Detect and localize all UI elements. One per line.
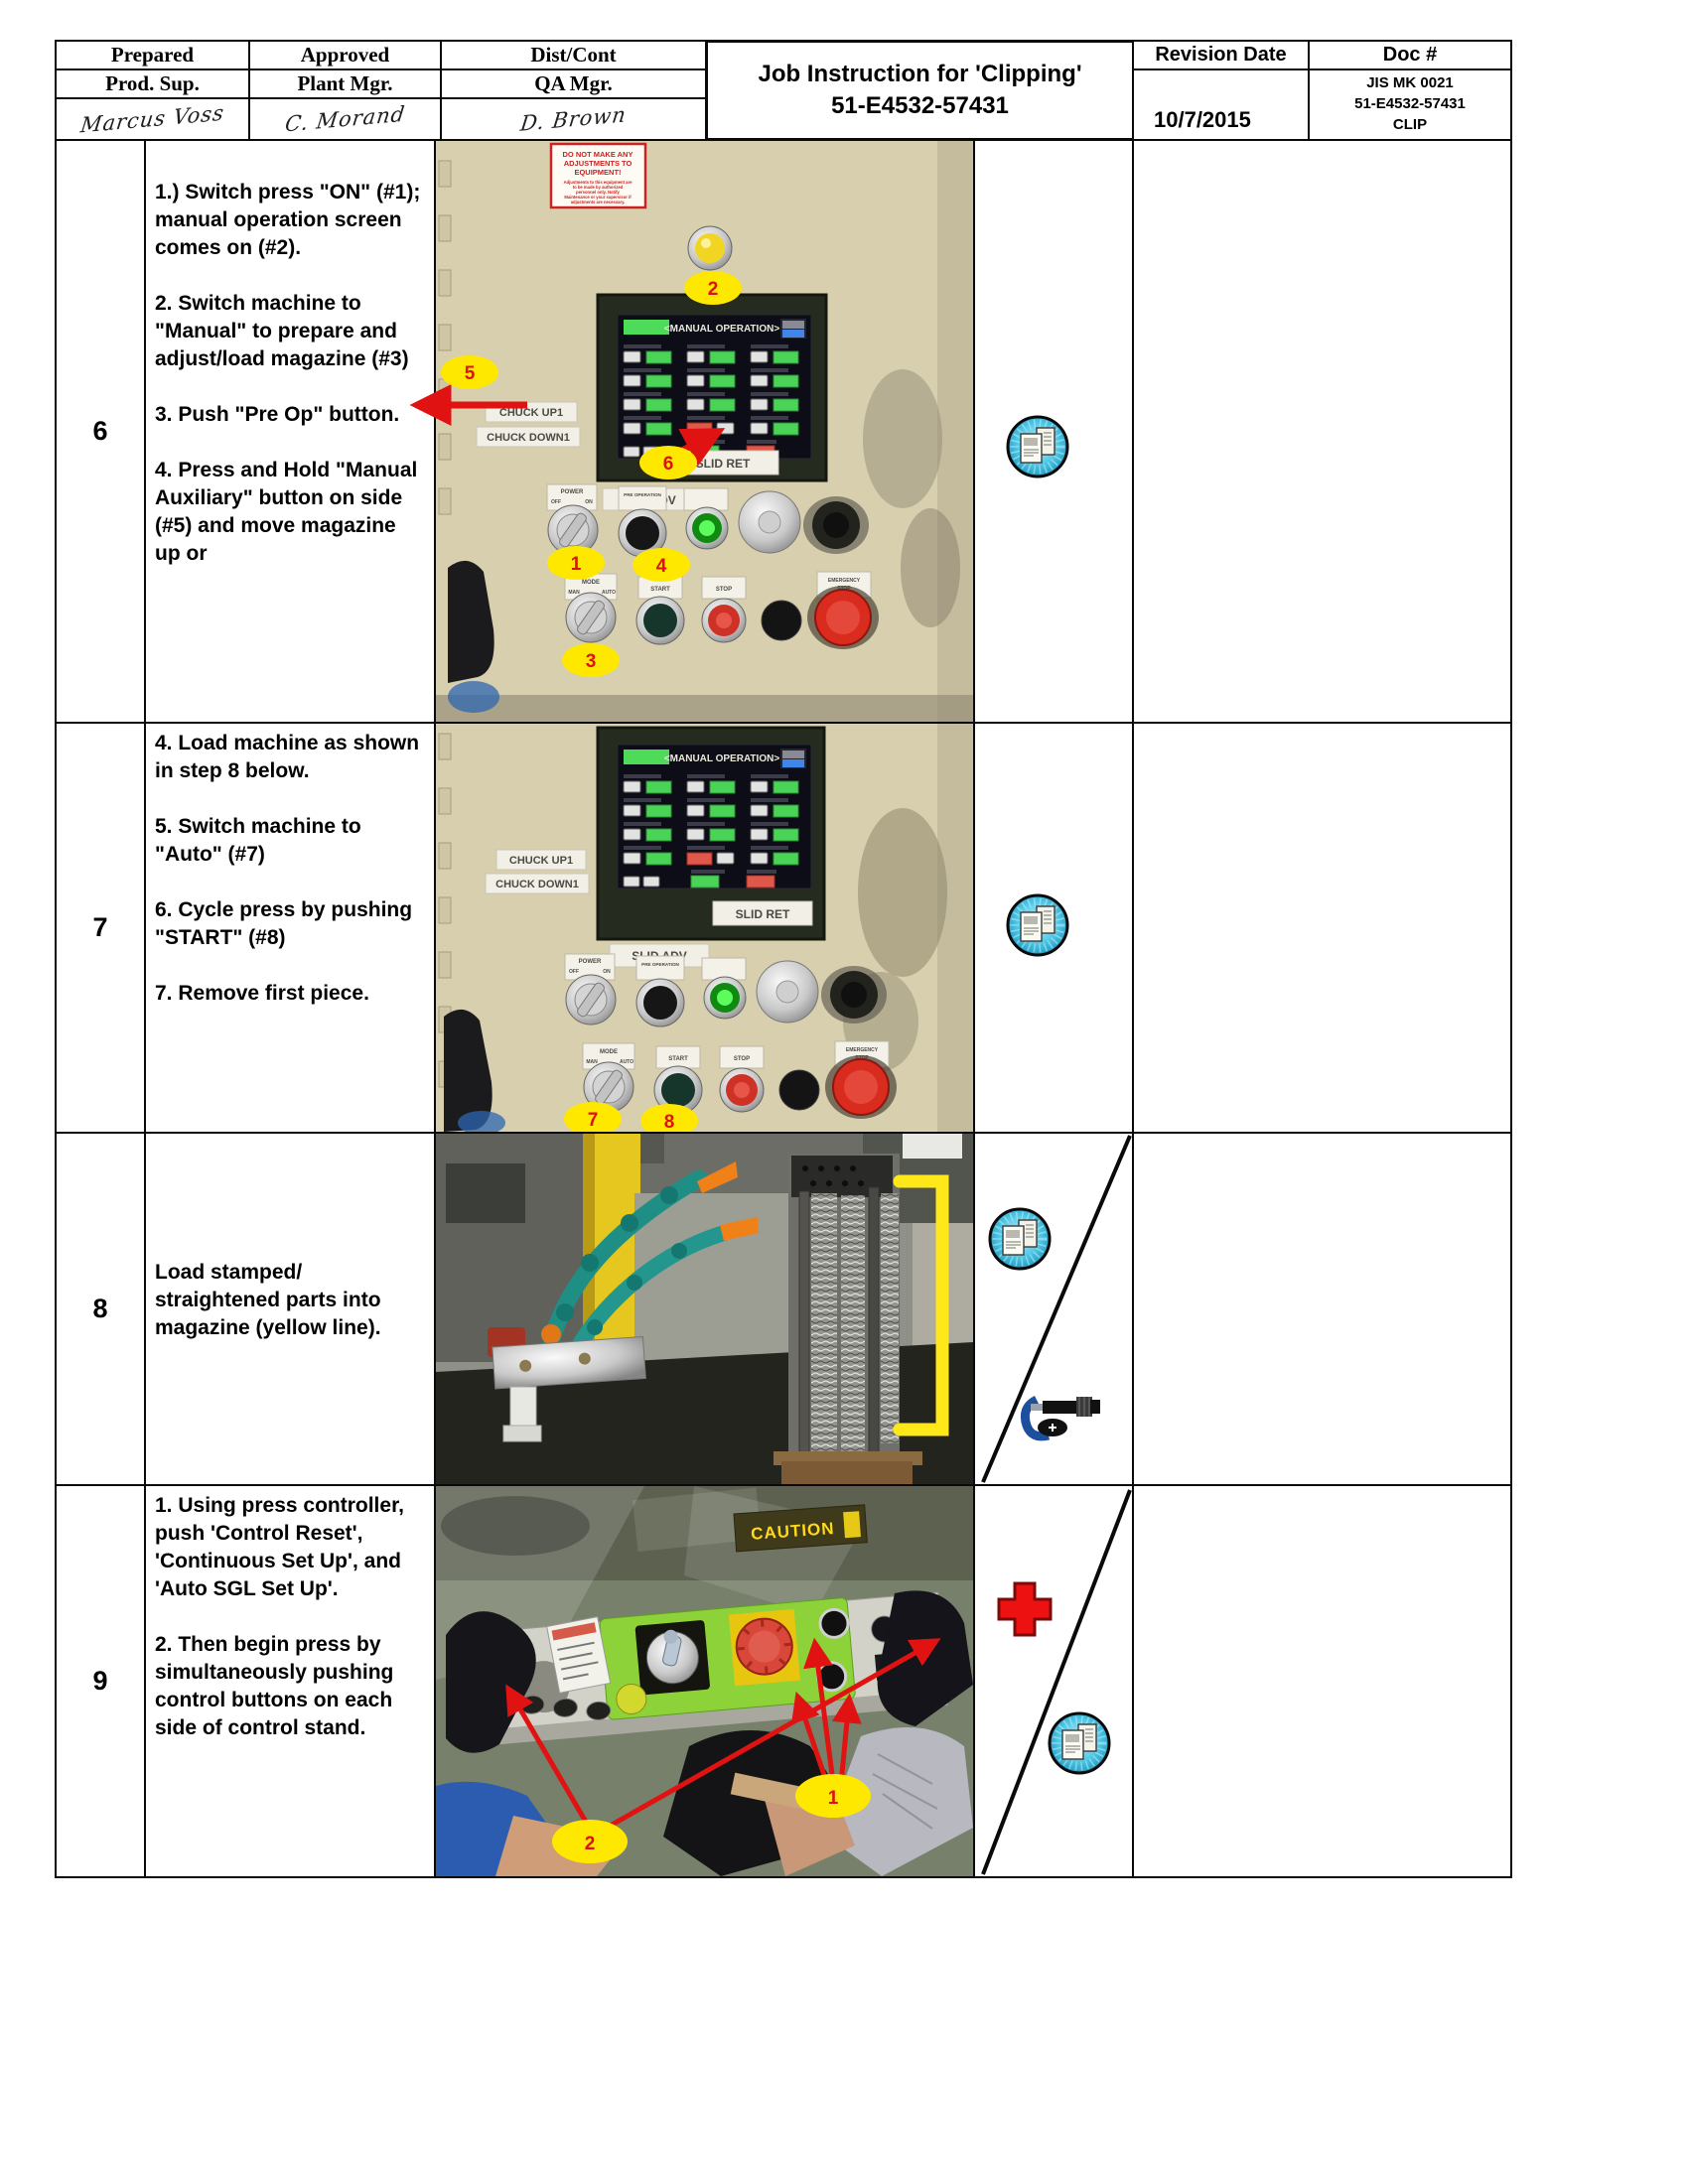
document-title: Job Instruction for 'Clipping' 51-E4532-… xyxy=(705,40,1135,141)
step-7-notes-cell xyxy=(1132,722,1512,1134)
warning-sticker: DO NOT MAKE ANY ADJUSTMENTS TO EQUIPMENT… xyxy=(549,142,647,209)
chuck-down-label: CHUCK DOWN1 xyxy=(495,879,579,890)
chuck-down-label: CHUCK DOWN1 xyxy=(487,432,570,444)
step-number-6: 6 xyxy=(55,139,146,724)
step-number-9: 9 xyxy=(55,1484,146,1878)
revision-date-value: 10/7/2015 xyxy=(1132,68,1310,141)
step-7-instructions: 4. Load machine as shown in step 8 below… xyxy=(144,722,436,1134)
callout-start: 8 xyxy=(664,1112,675,1132)
power-lamp xyxy=(687,225,733,271)
svg-text:DO NOT MAKE ANY: DO NOT MAKE ANY xyxy=(563,150,633,159)
header-dist-cont: Dist/Cont xyxy=(440,40,707,70)
step-number-7: 7 xyxy=(55,722,146,1134)
callout-ovals: 1 2 xyxy=(552,1774,871,1863)
step-6-instructions: 1.) Switch press "ON" (#1); manual opera… xyxy=(144,139,436,724)
chuck-up-label: CHUCK UP1 xyxy=(509,855,573,867)
micrometer-icon xyxy=(1020,1395,1100,1441)
control-button-top xyxy=(818,1607,850,1639)
doc-number-value: JIS MK 0021 51-E4532-57431 CLIP xyxy=(1308,68,1512,141)
caution-sign: CAUTION xyxy=(733,1504,868,1553)
callout-ovals: 7 8 xyxy=(564,1102,698,1132)
diagonal-divider xyxy=(981,1489,1132,1875)
callout-controller: 1 xyxy=(828,1788,839,1809)
left-hand-glove xyxy=(446,1611,536,1753)
header-approved: Approved xyxy=(248,40,442,70)
slid-ret-label: SLID RET xyxy=(696,457,751,471)
svg-text:ADJUSTMENTS TO: ADJUSTMENTS TO xyxy=(564,159,633,168)
header-qa-mgr: QA Mgr. xyxy=(440,68,707,99)
step-6-notes-cell xyxy=(1132,139,1512,724)
step-8-symbol-cell xyxy=(973,1132,1134,1486)
header-prepared: Prepared xyxy=(55,40,250,70)
callout-arrows xyxy=(505,1637,941,1835)
yellow-green-button xyxy=(616,1683,647,1714)
svg-text:Maintenance or your supervisor: Maintenance or your supervisor if xyxy=(564,195,632,200)
manifold-block xyxy=(492,1335,646,1390)
signature-qa-mgr: D. Brown xyxy=(440,97,707,141)
step-9-symbol-cell xyxy=(973,1484,1134,1878)
callout-mode: 3 xyxy=(586,651,597,672)
svg-text:Adjustments to this equipment: Adjustments to this equipment are xyxy=(564,180,633,185)
svg-text:to be made by authorized: to be made by authorized xyxy=(573,185,624,190)
svg-text:adjustments are necessary.: adjustments are necessary. xyxy=(571,200,626,205)
parts-magazine xyxy=(774,1154,922,1484)
step-6-symbol-cell xyxy=(973,139,1134,724)
svg-text:EQUIPMENT!: EQUIPMENT! xyxy=(574,168,621,177)
coolant-nozzle xyxy=(720,1217,759,1241)
slid-ret-label: SLID RET xyxy=(736,907,790,921)
step-8-notes-cell xyxy=(1132,1132,1512,1486)
doc-number-label: Doc # xyxy=(1308,40,1512,70)
callout-ovals: 2 5 6 1 4 3 xyxy=(441,271,742,677)
step-7-photo-control-panel: CHUCK UP1 CHUCK DOWN1 SLID RET SLID ADV … xyxy=(434,722,975,1134)
panel-tape-labels: CHUCK UP1 CHUCK DOWN1 SLID RET SLID ADV xyxy=(485,849,813,968)
callout-side-buttons: 2 xyxy=(585,1834,596,1854)
step-6-photo-control-panel: DO NOT MAKE ANY ADJUSTMENTS TO EQUIPMENT… xyxy=(409,139,975,724)
step-9-instructions: 1. Using press controller, push 'Control… xyxy=(144,1484,436,1878)
callout-preop: 4 xyxy=(656,556,667,577)
key-selector xyxy=(634,1620,710,1696)
header-plant-mgr: Plant Mgr. xyxy=(248,68,442,99)
revision-date-label: Revision Date xyxy=(1132,40,1310,70)
operator-glove xyxy=(448,560,494,683)
step-8-instructions: Load stamped/ straightened parts into ma… xyxy=(144,1132,436,1486)
chuck-up-label: CHUCK UP1 xyxy=(499,407,563,419)
title-line-2: 51-E4532-57431 xyxy=(831,92,1009,119)
signature-prod-sup: Marcus Voss xyxy=(55,97,250,141)
operator-glove xyxy=(444,1009,492,1132)
callout-arrows xyxy=(409,384,726,467)
yellow-highlight-line xyxy=(893,1174,949,1436)
callout-aux: 5 xyxy=(465,363,476,384)
callout-auto: 7 xyxy=(588,1110,599,1131)
callout-magazine: 6 xyxy=(663,454,674,475)
right-sleeve xyxy=(824,1727,973,1876)
signature-plant-mgr: C. Morand xyxy=(248,97,442,141)
callout-power: 1 xyxy=(571,554,582,575)
step-7-symbol-cell xyxy=(973,722,1134,1134)
red-knob xyxy=(728,1608,800,1687)
coolant-nozzle xyxy=(697,1161,738,1193)
step-9-photo-press-controls: CAUTION xyxy=(434,1484,975,1878)
diagonal-divider xyxy=(981,1135,1132,1483)
title-line-1: Job Instruction for 'Clipping' xyxy=(758,61,1082,87)
step-number-8: 8 xyxy=(55,1132,146,1486)
step-8-photo-magazine xyxy=(434,1132,975,1486)
callout-screen: 2 xyxy=(708,279,719,300)
svg-text:personnel only. Notify: personnel only. Notify xyxy=(576,190,620,195)
header-prod-sup: Prod. Sup. xyxy=(55,68,250,99)
step-9-notes-cell xyxy=(1132,1484,1512,1878)
